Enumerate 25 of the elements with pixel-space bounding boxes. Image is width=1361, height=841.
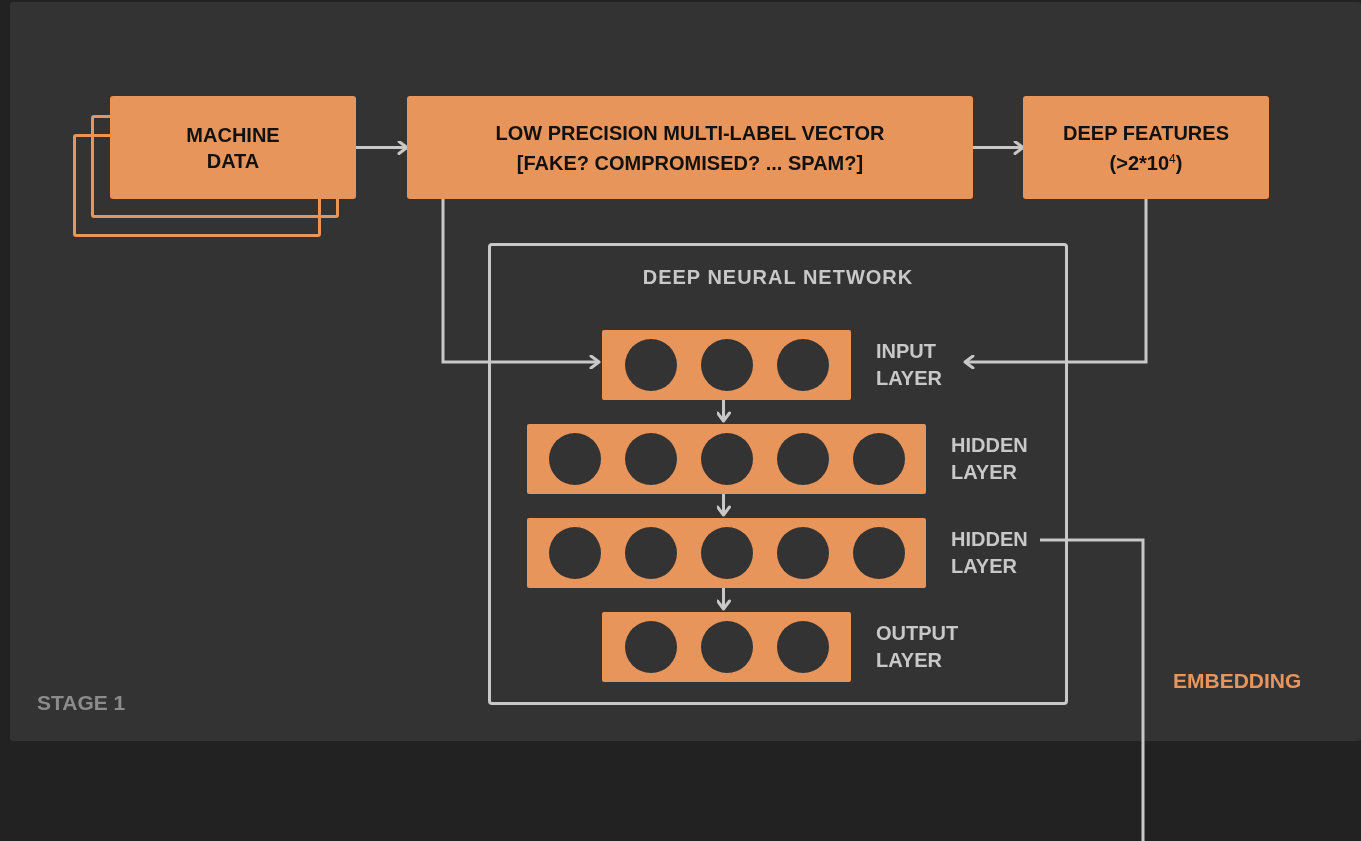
process-box <box>110 96 356 199</box>
process-box <box>407 96 973 199</box>
box-text: [FAKE? COMPROMISED? ... SPAM?] <box>516 150 864 176</box>
network-frame <box>488 243 1068 705</box>
stage-output-label: EMBEDDING <box>1173 669 1302 693</box>
arrow <box>356 140 409 155</box>
connector-line <box>1040 538 1145 841</box>
network-title: DEEP NEURAL NETWORK <box>642 266 914 289</box>
box-text: LOW PRECISION MULTI-LABEL VECTOR <box>495 120 885 146</box>
layer-label: INPUT LAYER <box>876 339 943 391</box>
layer-label: OUTPUT LAYER <box>876 621 960 673</box>
process-box <box>1023 96 1269 199</box>
box-text: DEEP FEATURES <box>1063 120 1229 146</box>
arrow <box>973 140 1025 155</box>
layer-label: HIDDEN LAYER <box>951 433 1028 485</box>
box-text: (>2*10$^{4}$) <box>1109 150 1183 176</box>
stage-title: STAGE 1 <box>37 691 126 715</box>
arrow <box>716 491 731 517</box>
box-text: MACHINE DATA <box>185 122 281 174</box>
layer-label: HIDDEN LAYER <box>951 527 1029 579</box>
arrow <box>716 585 731 611</box>
arrow <box>716 397 731 423</box>
stage-panel <box>10 2 1361 741</box>
arrow <box>441 199 601 370</box>
arrow <box>963 199 1148 370</box>
